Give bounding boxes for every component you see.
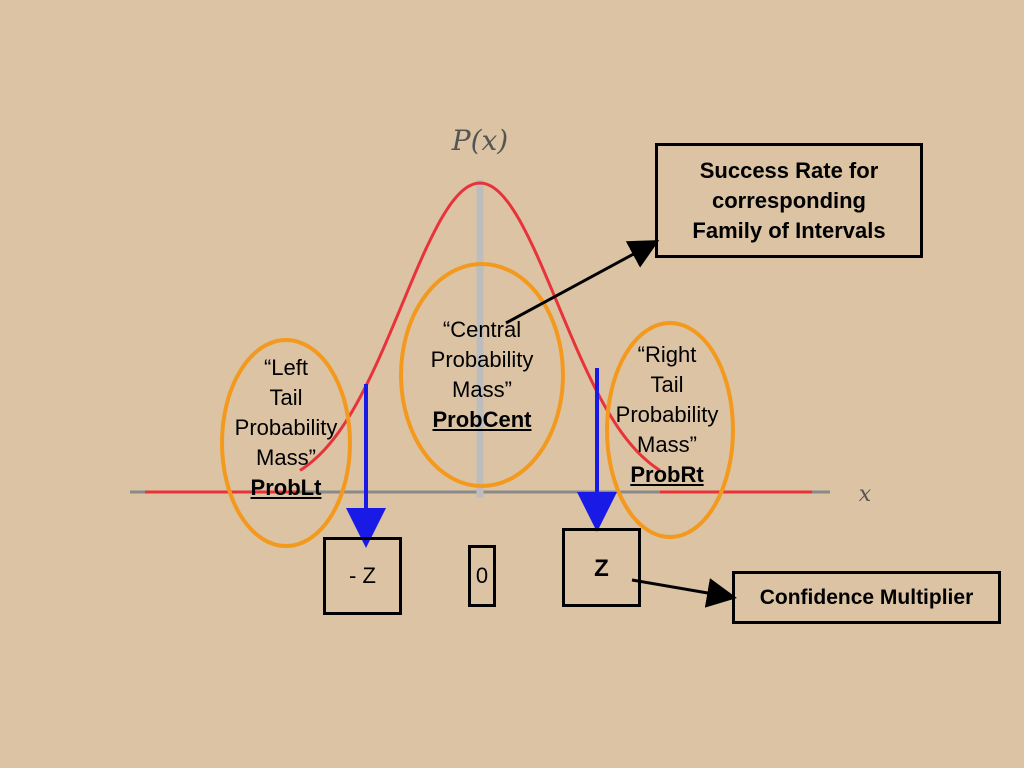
right-tail-label: “Right Tail Probability Mass” ProbRt: [600, 340, 734, 490]
confidence-multiplier-arrow: [631, 578, 737, 608]
neg-z-box: - Z: [323, 537, 402, 615]
success-rate-callout: Success Rate for corresponding Family of…: [655, 143, 923, 258]
success-rate-line-1: Success Rate for: [699, 157, 879, 183]
x-axis-label: x: [858, 482, 872, 507]
left-tail-line-1: “Left: [263, 355, 309, 380]
right-tail-ellipse: [605, 321, 735, 539]
right-tail-line-3: Probability: [615, 402, 719, 427]
confidence-multiplier-callout: Confidence Multiplier: [732, 571, 1001, 624]
success-rate-arrow: [505, 240, 660, 325]
central-mass-name: ProbCent: [432, 407, 532, 432]
left-tail-line-4: Mass”: [256, 445, 316, 470]
right-tail-line-2: Tail: [650, 372, 684, 397]
left-tail-name: ProbLt: [250, 475, 322, 500]
central-mass-line-2: Probability: [430, 347, 534, 372]
left-tail-label: “Left Tail Probability Mass” ProbLt: [216, 353, 356, 503]
right-tail-name: ProbRt: [630, 462, 704, 487]
central-mass-ellipse: [399, 262, 565, 488]
z-box: Z: [562, 528, 641, 607]
z-label: Z: [594, 555, 609, 582]
y-axis-label: P(x): [451, 124, 509, 157]
confidence-multiplier-label: Confidence Multiplier: [759, 585, 974, 609]
neg-z-label: - Z: [349, 563, 376, 588]
success-rate-line-2: corresponding: [711, 187, 866, 213]
zero-box: 0: [468, 545, 496, 607]
central-mass-line-1: “Central: [442, 317, 522, 342]
left-tail-ellipse: [220, 338, 352, 548]
right-tail-line-1: “Right: [637, 342, 697, 367]
success-rate-line-3: Family of Intervals: [692, 217, 886, 243]
central-mass-label: “Central Probability Mass” ProbCent: [408, 315, 556, 435]
left-tail-line-3: Probability: [234, 415, 338, 440]
left-tail-line-2: Tail: [269, 385, 303, 410]
central-mass-line-3: Mass”: [452, 377, 512, 402]
bell-curve: [299, 181, 661, 472]
right-tail-line-4: Mass”: [637, 432, 697, 457]
zero-label: 0: [475, 563, 489, 588]
